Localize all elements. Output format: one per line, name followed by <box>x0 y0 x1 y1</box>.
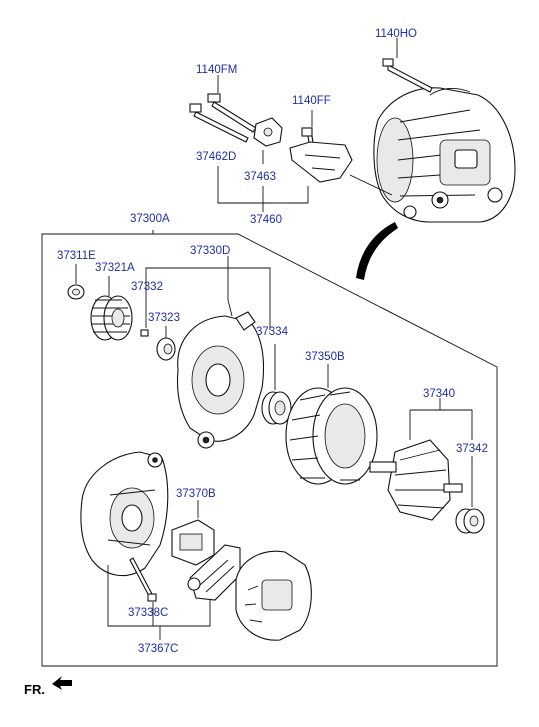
pulley-37321A-part <box>90 295 133 341</box>
front-housing-37330D-part <box>176 311 265 449</box>
front-label: FR. <box>24 682 45 697</box>
label-37460: 37460 <box>250 214 282 226</box>
label-37334: 37334 <box>256 326 289 338</box>
label-37332: 37332 <box>131 281 163 293</box>
assembly-frame <box>41 230 498 667</box>
front-indicator: FR. <box>24 676 72 697</box>
bolt-37338C-part <box>129 557 157 602</box>
bolt-37462D-part <box>189 103 249 143</box>
stator-37350B-part <box>285 387 378 485</box>
label-37463: 37463 <box>244 171 276 183</box>
label-37350B: 37350B <box>305 351 345 363</box>
label-1140HO: 1140HO <box>375 28 417 40</box>
label-37342: 37342 <box>456 443 488 455</box>
alternator-assembly <box>373 87 516 223</box>
sleeve-37463-part <box>253 117 283 147</box>
rear-cover-part <box>235 550 312 641</box>
bearing-37342-part <box>455 508 485 534</box>
label-37321A: 37321A <box>95 262 135 274</box>
label-37367C: 37367C <box>138 643 178 655</box>
seal-37323-part <box>156 337 176 361</box>
label-37370B: 37370B <box>176 488 216 500</box>
bolt-1140FM-part <box>207 93 257 133</box>
label-37340: 37340 <box>423 388 455 400</box>
bearing-37334-part <box>261 391 292 425</box>
rectifier-part <box>187 544 241 601</box>
label-1140FF: 1140FF <box>292 95 331 107</box>
front-arrow-icon <box>52 676 72 690</box>
bolt-1140HO-part <box>382 58 433 93</box>
label-37323: 37323 <box>148 312 180 324</box>
rotor-37340-part <box>369 439 463 521</box>
label-37462D: 37462D <box>196 151 236 163</box>
nut-37311E-part <box>67 284 85 300</box>
label-37300A: 37300A <box>130 213 170 225</box>
direction-arrow <box>356 222 398 280</box>
label-37330D: 37330D <box>190 245 230 257</box>
label-37338C: 37338C <box>128 607 168 619</box>
label-1140FM: 1140FM <box>196 64 237 76</box>
bracket-37460-part <box>289 141 353 183</box>
label-37311E: 37311E <box>57 250 96 262</box>
screw-37332-part <box>140 329 149 337</box>
regulator-37370B-part <box>171 519 215 566</box>
rear-housing-part <box>80 451 169 577</box>
